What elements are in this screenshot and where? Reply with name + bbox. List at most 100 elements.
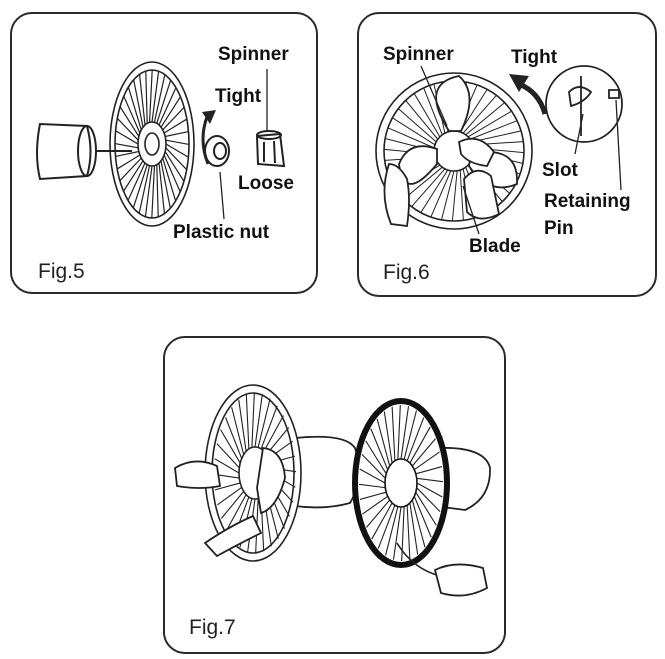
- fig6-illustration: [375, 65, 623, 235]
- grill-spoke: [430, 170, 452, 218]
- grill-spoke: [362, 495, 389, 515]
- grill-spoke: [409, 426, 431, 464]
- grill-spoke: [459, 169, 464, 221]
- grill-spoke: [377, 504, 396, 549]
- grill-spoke: [413, 496, 432, 538]
- grill-spoke: [214, 458, 240, 474]
- grill-spoke: [163, 154, 181, 193]
- grill-spoke: [123, 160, 144, 192]
- grill-spoke: [156, 164, 159, 217]
- grill-spoke: [138, 74, 146, 126]
- grill-spoke: [251, 392, 255, 448]
- grill-spoke: [156, 79, 172, 124]
- grill-spoke: [160, 96, 181, 128]
- grill-spoke: [245, 394, 250, 450]
- grill-spoke: [144, 165, 153, 217]
- grill-spoke: [119, 106, 140, 137]
- grill-spoke: [359, 468, 386, 484]
- grill-spoke: [165, 147, 188, 171]
- spinner-part: [255, 130, 286, 168]
- loose-label: Loose: [238, 173, 294, 194]
- grill-spoke: [164, 151, 185, 182]
- grill-spoke: [370, 428, 389, 470]
- tight-arrowhead: [202, 110, 216, 124]
- grill-spoke: [260, 405, 278, 450]
- fig6-caption: Fig.6: [383, 261, 430, 284]
- grill-spoke: [440, 170, 455, 220]
- grill-spoke: [119, 157, 142, 182]
- grill-spoke: [467, 110, 512, 138]
- fig7-caption: Fig.7: [189, 616, 236, 639]
- grill-spoke: [392, 506, 402, 560]
- detail-inset: [545, 65, 623, 143]
- grill-spokes: [114, 69, 190, 219]
- grill-spoke: [226, 494, 247, 531]
- grill-spoke: [451, 170, 458, 222]
- grill-spoke: [254, 394, 263, 448]
- grill-spoke: [358, 483, 386, 489]
- grill-spoke: [138, 165, 151, 214]
- tight-arrow: [517, 81, 548, 115]
- grill-spokes: [358, 404, 444, 562]
- grill-spoke: [465, 102, 505, 136]
- grill-spoke: [225, 417, 243, 459]
- grill-spoke: [127, 86, 142, 131]
- grill-spoke: [403, 166, 443, 200]
- grill-spoke: [238, 399, 247, 452]
- grill-spoke: [116, 154, 141, 170]
- grill-spoke: [361, 453, 386, 479]
- grill-spoke: [397, 404, 401, 460]
- grill-spoke: [397, 108, 437, 143]
- spinner-label: Spinner: [218, 44, 289, 65]
- tight-arrowhead: [509, 74, 529, 92]
- right-grill: [352, 398, 450, 568]
- grill-spoke: [462, 94, 497, 134]
- fig5-caption: Fig.5: [38, 260, 85, 283]
- grill-spoke: [411, 438, 436, 467]
- grill-spoke: [400, 406, 410, 460]
- grill-spoke: [423, 87, 443, 136]
- grill-spoke: [416, 477, 444, 483]
- grill-spoke: [366, 499, 391, 528]
- grill-spoke: [420, 169, 449, 213]
- plastic-nut: [204, 135, 230, 167]
- rear-grill: [109, 61, 195, 227]
- grill-spoke: [220, 429, 241, 464]
- grill-spoke: [411, 168, 446, 208]
- grill-spoke: [415, 466, 443, 475]
- grill-spoke: [214, 482, 241, 491]
- grill-spoke: [385, 506, 399, 556]
- grill-spoke: [413, 93, 441, 138]
- fig5-panel: Spinner Tight Loose Plastic nut Fig.5: [10, 12, 318, 294]
- fig7-panel: Fig.7: [163, 336, 506, 654]
- grill-spoke: [158, 162, 166, 214]
- grill-spoke: [415, 491, 437, 526]
- retaining-pin-label-line2: Pin: [544, 218, 574, 239]
- grill-spoke: [165, 130, 189, 138]
- slot-label: Slot: [542, 160, 578, 181]
- grill-spoke: [151, 165, 156, 219]
- grill-spoke: [165, 143, 189, 158]
- grill-spoke: [409, 502, 419, 555]
- right-hand: [433, 563, 489, 597]
- grill-spoke: [148, 69, 153, 123]
- grill-spoke: [365, 440, 387, 475]
- grill-spoke: [411, 499, 426, 548]
- grill-spoke: [406, 505, 411, 560]
- grill-spoke: [151, 71, 160, 123]
- grill-spoke: [371, 502, 393, 540]
- grill-spoke: [162, 106, 185, 131]
- grill-spoke: [115, 130, 139, 145]
- plastic-nut-label: Plastic nut: [173, 222, 270, 243]
- grill-spoke: [115, 150, 139, 158]
- grill-spoke: [391, 406, 396, 461]
- grill-spoke: [376, 418, 391, 467]
- grill-spoke: [401, 506, 405, 562]
- grill-spoke: [163, 118, 188, 134]
- retaining-pin-label-line1: Retaining: [544, 191, 631, 212]
- grill-spoke: [403, 410, 417, 460]
- grill-spoke: [416, 487, 441, 513]
- tight-label: Tight: [215, 86, 262, 107]
- grill-spoke: [160, 160, 171, 209]
- grill-spoke: [133, 79, 144, 128]
